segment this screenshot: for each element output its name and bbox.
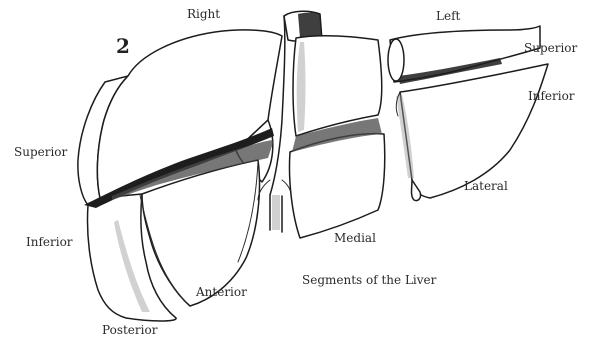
figure-title: Segments of the Liver bbox=[302, 274, 436, 286]
label-right: Right bbox=[187, 8, 220, 20]
figure-number: 2 bbox=[116, 36, 130, 56]
lateral-superior-end bbox=[388, 39, 404, 81]
medial-inferior-block bbox=[289, 134, 384, 238]
lateral-inferior-segment bbox=[400, 64, 548, 198]
label-left: Left bbox=[436, 10, 460, 22]
portal-vessel-shadow bbox=[272, 195, 280, 230]
label-right-superior: Superior bbox=[14, 146, 67, 158]
label-left-inferior: Inferior bbox=[528, 90, 575, 102]
label-left-superior: Superior bbox=[524, 42, 577, 54]
label-anterior: Anterior bbox=[196, 286, 247, 298]
label-posterior: Posterior bbox=[102, 324, 157, 336]
label-lateral: Lateral bbox=[464, 180, 508, 192]
label-right-inferior: Inferior bbox=[26, 236, 73, 248]
label-medial: Medial bbox=[334, 232, 376, 244]
